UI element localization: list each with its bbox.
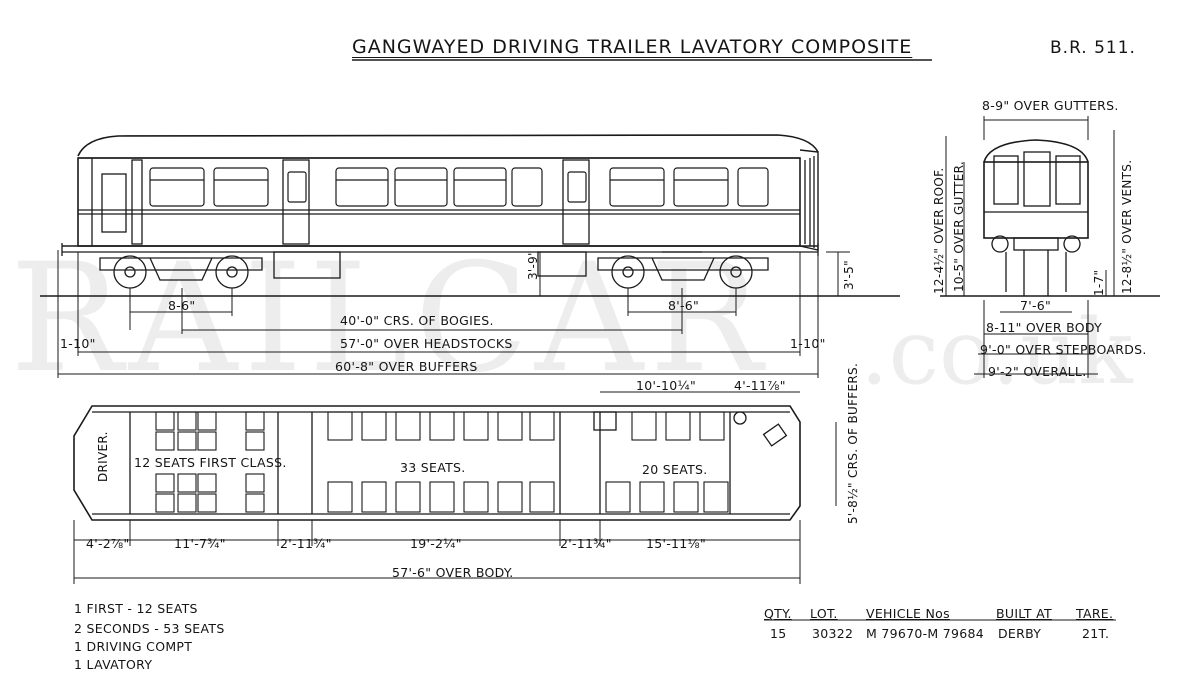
first-class-seats (155, 411, 265, 513)
accommodation-line-3: 1 DRIVING COMPT (74, 639, 193, 654)
plan-outline (73, 405, 801, 521)
seats-20-label: 20 SEATS. (642, 462, 708, 477)
end-over-gutters: 8-9" OVER GUTTERS. (982, 98, 1119, 113)
plan-view (73, 391, 837, 584)
tank-height-dim: 3'-9" (526, 250, 540, 280)
diagram-reference: B.R. 511. (1050, 38, 1136, 58)
end-elevation (940, 116, 1160, 378)
overhang-right-dim: 1-10" (790, 336, 826, 351)
accommodation-line-2: 2 SECONDS - 53 SEATS (74, 621, 225, 636)
side-door-2 (282, 159, 310, 245)
plan-dim-top-2: 4'-11⅞" (734, 378, 786, 393)
plan-dim-bottom-5: 2'-11¾" (560, 536, 612, 551)
table-header-lot: LOT. (810, 606, 838, 621)
end-overall: 9'-2" OVERALL. (988, 364, 1087, 379)
table-qty: 15 (770, 626, 787, 641)
side-body (77, 157, 801, 247)
over-headstocks-dim: 57'-0" OVER HEADSTOCKS (340, 336, 513, 351)
plan-over-body: 57'-6" OVER BODY. (392, 565, 514, 580)
bogie-wheelbase-right: 8'-6" (668, 298, 700, 313)
end-dimension-lines (945, 116, 1115, 378)
table-header-tare: TARE. (1076, 606, 1114, 621)
side-roof (77, 134, 819, 157)
end-over-roof: 12-4½" OVER ROOF. (932, 167, 946, 295)
plan-dim-bottom-1: 4'-2⅞" (86, 536, 130, 551)
plan-dim-top-1: 10'-10¼" (636, 378, 697, 393)
table-header-qty: QTY. (764, 606, 792, 621)
bogie-centres-dim: 40'-0" CRS. OF BOGIES. (340, 313, 494, 328)
side-windows (149, 167, 769, 207)
plan-dimension-lines (73, 391, 837, 584)
second-class-seats-33 (327, 411, 555, 513)
over-buffers-dim: 60'-8" OVER BUFFERS (335, 359, 478, 374)
overhang-left-dim: 1-10" (60, 336, 96, 351)
underframe-tank-2 (537, 251, 587, 277)
end-over-gutter: 10-5" OVER GUTTER. (952, 161, 966, 292)
accommodation-line-1: 1 FIRST - 12 SEATS (74, 601, 198, 616)
table-vehicle: M 79670-M 79684 (866, 626, 985, 641)
seats-33-label: 33 SEATS. (400, 460, 466, 475)
plan-dim-bottom-2: 11'-7¾" (174, 536, 226, 551)
side-dimension-lines (57, 250, 850, 378)
rail-to-floor-dim: 3'-5" (842, 260, 856, 290)
bogie-wheelbase-left: 8-6" (168, 298, 196, 313)
bogie-left (99, 251, 263, 289)
plan-dim-bottom-3: 2'-11¾" (280, 536, 332, 551)
crs-of-buffers-dim: 5'-8½" CRS. OF BUFFERS. (846, 362, 860, 524)
table-lot: 30322 (812, 626, 854, 641)
table-header-vehicle: VEHICLE Nos (866, 606, 950, 621)
end-over-vents: 12-8½" OVER VENTS. (1120, 159, 1134, 294)
side-door-1 (131, 159, 143, 245)
side-elevation (40, 134, 900, 378)
end-step-height: 1-7" (1092, 269, 1106, 296)
driver-label: DRIVER. (96, 431, 110, 482)
table-built: DERBY (998, 626, 1042, 641)
first-class-label: 12 SEATS FIRST CLASS. (134, 455, 287, 470)
drawing-title: GANGWAYED DRIVING TRAILER LAVATORY COMPO… (352, 36, 913, 58)
plan-dim-bottom-4: 19'-2¼" (410, 536, 462, 551)
table-tare: 21T. (1082, 626, 1110, 641)
underframe-tank-1 (273, 251, 341, 279)
side-door-3 (562, 159, 590, 245)
accommodation-line-4: 1 LAVATORY (74, 657, 153, 672)
second-class-seats-20 (605, 411, 729, 513)
plan-dim-bottom-6: 15'-11⅛" (646, 536, 707, 551)
end-over-body: 8-11" OVER BODY (986, 320, 1103, 335)
end-roof (983, 139, 1089, 163)
bogie-right (597, 251, 769, 289)
end-over-stepboards: 9'-0" OVER STEPBOARDS. (980, 342, 1147, 357)
end-body (983, 161, 1089, 239)
table-header-built: BUILT AT (996, 606, 1052, 621)
end-bogie-width: 7'-6" (1020, 298, 1052, 313)
